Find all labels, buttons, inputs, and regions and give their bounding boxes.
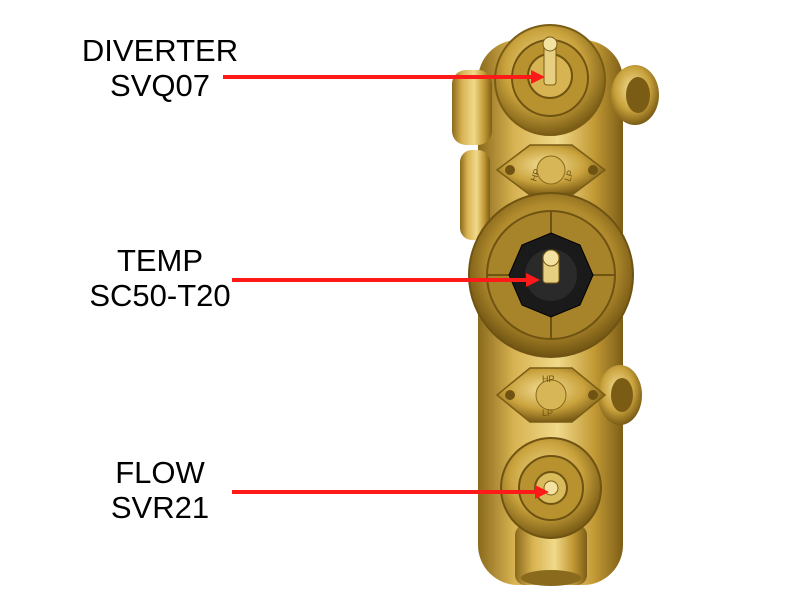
lower-plate-mark-a: HP (542, 374, 555, 384)
flow-label: FLOW SVR21 (60, 455, 260, 525)
lower-plate-mark-b: LP (542, 408, 553, 418)
flow-arrow (232, 485, 549, 499)
port-left-mid (460, 150, 490, 240)
diverter-part-number: SVQ07 (110, 68, 210, 103)
port-left-top (452, 70, 492, 145)
flow-part-number: SVR21 (110, 490, 210, 525)
temp-arrow (232, 273, 540, 287)
port-bottom (515, 525, 587, 585)
flow-name: FLOW (115, 455, 205, 490)
diverter-arrow (223, 70, 545, 84)
temp-part-number: SC50-T20 (89, 278, 231, 313)
temp-label: TEMP SC50-T20 (60, 243, 260, 313)
upper-plate-mark-b: LP (562, 169, 575, 183)
lower-marking-plate: HP LP (495, 367, 607, 423)
temp-name: TEMP (116, 243, 204, 278)
upper-marking-plate: HP LP (495, 144, 607, 196)
temp-cartridge (508, 232, 594, 318)
upper-plate-mark-a: HP (528, 168, 542, 183)
diverter-label: DIVERTER SVQ07 (60, 33, 260, 103)
diverter-name: DIVERTER (81, 33, 239, 68)
